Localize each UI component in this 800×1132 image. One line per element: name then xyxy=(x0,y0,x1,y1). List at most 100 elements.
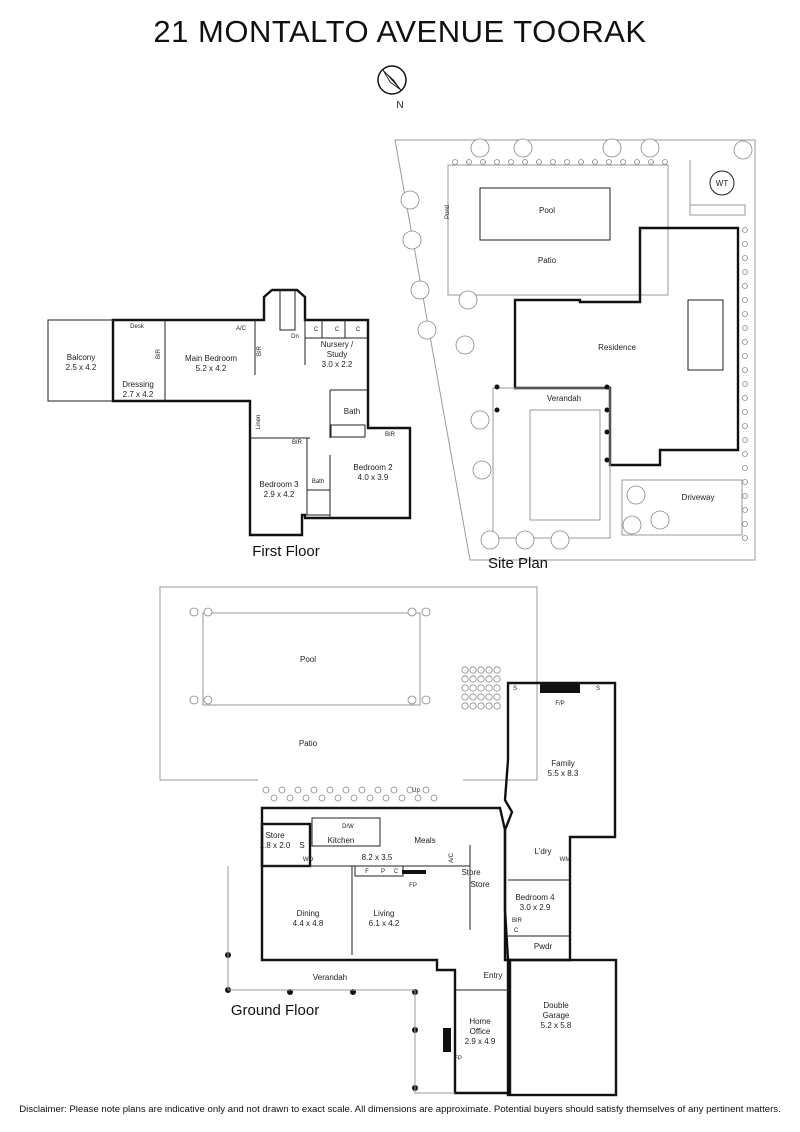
tree-icon xyxy=(485,693,493,701)
tree-icon xyxy=(742,311,748,317)
tree-icon xyxy=(326,786,334,794)
tree-icon xyxy=(294,786,302,794)
first-floor-plan: Balcony 2.5 x 4.2 Desk BIR Dressing 2.7 … xyxy=(47,288,412,560)
family-name: Family xyxy=(551,759,575,768)
dining-size: 4.4 x 4.8 xyxy=(293,919,324,928)
bedroom2-size: 4.0 x 3.9 xyxy=(358,473,389,482)
bir-label: BIR xyxy=(512,918,523,924)
planter-icon xyxy=(189,607,199,617)
tree-icon xyxy=(742,269,748,275)
living-size: 6.1 x 4.2 xyxy=(369,919,400,928)
post-icon xyxy=(604,384,610,390)
kitchen-name: Kitchen xyxy=(328,836,355,845)
s-label: S xyxy=(299,841,304,850)
tree-icon xyxy=(578,159,584,165)
dining-name: Dining xyxy=(297,909,320,918)
tree-icon xyxy=(742,297,748,303)
tree-icon xyxy=(742,255,748,261)
bedroom2-name: Bedroom 2 xyxy=(353,463,393,472)
bedroom3-name: Bedroom 3 xyxy=(259,480,299,489)
tree-icon xyxy=(477,666,485,674)
bir-label: BIR xyxy=(257,345,263,356)
tree-icon xyxy=(742,493,748,499)
nursery-size: 3.0 x 2.2 xyxy=(322,360,353,369)
desk-label: Desk xyxy=(130,324,145,330)
tree-icon xyxy=(626,485,646,505)
garage-size: 5.2 x 5.8 xyxy=(541,1021,572,1030)
tree-icon xyxy=(493,675,501,683)
post-icon xyxy=(494,407,500,413)
site-wt-label: WT xyxy=(716,179,729,188)
bedroom3-size: 2.9 x 4.2 xyxy=(264,490,295,499)
tree-icon xyxy=(640,138,660,158)
main-bedroom-size: 5.2 x 4.2 xyxy=(196,364,227,373)
planter-icon xyxy=(189,695,199,705)
tree-icon xyxy=(494,159,500,165)
first-floor-heading: First Floor xyxy=(252,543,320,560)
tree-icon xyxy=(270,794,278,802)
tree-icon xyxy=(466,159,472,165)
planter-icon xyxy=(203,607,213,617)
store-size: 1.8 x 2.0 xyxy=(260,841,291,850)
office-name-2: Office xyxy=(470,1027,491,1036)
post-icon xyxy=(494,384,500,390)
ground-floor-plan: Pool Patio S S F/P Family 5.5 x 8.3 Up S… xyxy=(159,586,618,1097)
gf-patio-label: Patio xyxy=(299,739,318,748)
bath-label: Bath xyxy=(344,407,360,416)
bir-label: BIR xyxy=(292,440,303,446)
tree-icon xyxy=(430,794,438,802)
tree-icon xyxy=(278,786,286,794)
site-verandah-label: Verandah xyxy=(547,394,581,403)
store-label: Store xyxy=(461,868,481,877)
tree-icon xyxy=(742,437,748,443)
tree-icon xyxy=(461,675,469,683)
tree-icon xyxy=(742,479,748,485)
tree-icon xyxy=(742,283,748,289)
planter-icon xyxy=(407,607,417,617)
ensuite-bath-label: Bath xyxy=(312,479,324,485)
tree-icon xyxy=(493,684,501,692)
tree-icon xyxy=(606,159,612,165)
tree-icon xyxy=(469,702,477,710)
family-size: 5.5 x 8.3 xyxy=(548,769,579,778)
dressing-name: Dressing xyxy=(122,380,154,389)
tree-icon xyxy=(400,190,420,210)
tree-icon xyxy=(742,423,748,429)
tree-icon xyxy=(374,786,382,794)
tree-icon xyxy=(742,451,748,457)
tree-icon xyxy=(742,507,748,513)
tree-icon xyxy=(650,510,670,530)
site-patio-label: Patio xyxy=(538,256,557,265)
garage-name: Double xyxy=(543,1001,569,1010)
s-label: S xyxy=(596,686,600,692)
fireplace-label: FP xyxy=(454,1056,462,1062)
tree-icon xyxy=(358,786,366,794)
ground-floor-heading: Ground Floor xyxy=(231,1002,319,1019)
balcony-name: Balcony xyxy=(67,353,95,362)
post-icon xyxy=(604,429,610,435)
tree-icon xyxy=(622,515,642,535)
north-compass-icon: N xyxy=(377,65,407,111)
tree-icon xyxy=(742,241,748,247)
tree-icon xyxy=(550,530,570,550)
tree-icon xyxy=(648,159,654,165)
tree-icon xyxy=(742,353,748,359)
cupboard-label: C xyxy=(514,928,519,934)
tree-icon xyxy=(742,367,748,373)
tree-icon xyxy=(742,227,748,233)
balcony-size: 2.5 x 4.2 xyxy=(66,363,97,372)
wm-label: WM xyxy=(560,857,571,863)
tree-icon xyxy=(310,786,318,794)
site-plan-heading: Site Plan xyxy=(488,555,548,572)
tree-icon xyxy=(536,159,542,165)
planter-icon xyxy=(421,695,431,705)
tree-icon xyxy=(366,794,374,802)
tree-icon xyxy=(742,535,748,541)
verandah-name: Verandah xyxy=(313,973,347,982)
planter-icon xyxy=(203,695,213,705)
cupboard-label: C xyxy=(356,327,361,333)
tree-icon xyxy=(742,339,748,345)
site-driveway-label: Driveway xyxy=(682,493,715,502)
wo-label: WO xyxy=(303,857,314,863)
bir-label: BIR xyxy=(156,348,162,359)
